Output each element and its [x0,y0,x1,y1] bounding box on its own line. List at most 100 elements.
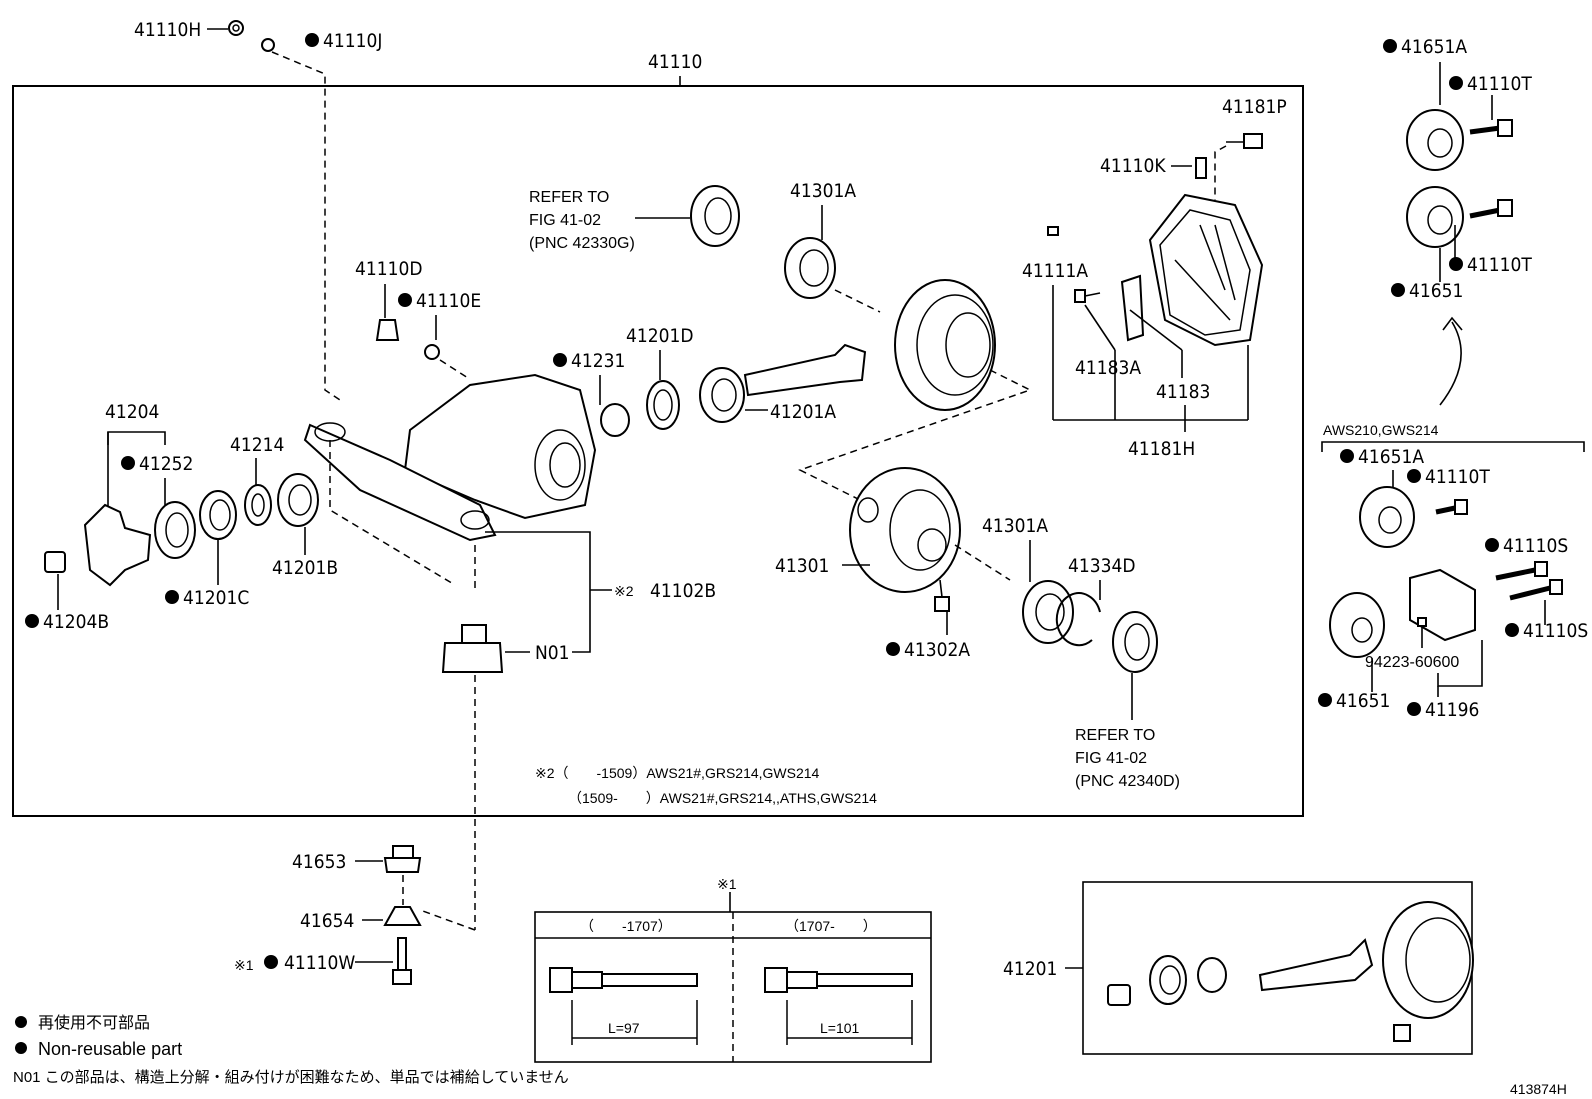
companion-flange-41204-icon [83,503,152,587]
label-41110T-top-b: 41110T [1467,254,1532,276]
label-N01: N01 [535,642,570,664]
legend-jp: 再使用不可部品 [38,1014,150,1032]
label-41204B: 41204B [43,611,109,633]
snap-ring-41334D-icon [1055,592,1101,647]
kit-41201-parts-icon [1107,901,1474,1042]
slinger-41214-icon [244,484,272,526]
non-reusable-dot-icon [264,955,278,969]
label-41183: 41183 [1156,381,1210,403]
bolt-41110W-icon [392,937,412,985]
note2-line2: （1509- ）AWS21#,GRS214,,ATHS,GWS214 [568,790,877,806]
bolt-41110T-b-icon [1469,199,1513,219]
washer-41201D-icon [646,380,680,430]
label-41110: 41110 [648,51,702,73]
label-41181H: 41181H [1128,438,1195,460]
bolt-long-icon [764,967,913,993]
label-41204: 41204 [105,401,159,423]
differential-carrier-41110-icon [303,373,597,542]
plate-41111A-icon [1047,226,1059,236]
refer-top-line3: (PNC 42330G) [529,235,635,252]
label-41110S-a: 41110S [1503,535,1568,557]
oil-seal-42330G-icon [690,185,740,247]
damper-41651-icon [1406,186,1464,248]
bolt-41302A-icon [934,579,950,612]
non-reusable-dot-icon [1391,283,1405,297]
label-41111A: 41111A [1022,260,1088,282]
nut-41204B-icon [44,551,66,573]
table-col2-header: （1707- ） [785,918,877,934]
refer-top-line1: REFER TO [529,189,609,206]
damper-41651A-variant-icon [1359,486,1415,548]
ring-gear-icon [894,279,996,411]
label-41201: 41201 [1003,958,1057,980]
label-41214: 41214 [230,434,284,456]
bearing-41201A-icon [699,367,745,423]
non-reusable-dot-icon [398,293,412,307]
damper-41651-variant-icon [1329,592,1385,658]
bolt-41181P-icon [1226,133,1263,149]
refer-bottom-line2: FIG 41-02 [1075,750,1147,767]
label-41334D: 41334D [1068,555,1136,577]
mount-N01-icon [441,624,504,673]
bolt-41110T-a-icon [1469,119,1513,137]
legend-dot-icon [15,1016,27,1028]
cushion-41654-icon [383,906,422,926]
non-reusable-dot-icon [305,33,319,47]
non-reusable-dot-icon [1407,702,1421,716]
non-reusable-dot-icon [1449,76,1463,90]
label-41201A: 41201A [770,401,836,423]
label-41231: 41231 [571,350,625,372]
plug-41110D-icon [375,319,400,341]
gasket-41110J-icon [261,38,275,52]
label-41201D: 41201D [626,325,694,347]
label-41102B: 41102B [650,580,716,602]
damper-41651A-icon [1406,109,1464,171]
label-41110T-variant: 41110T [1425,466,1490,488]
variant-arrow [1439,321,1462,406]
variant-header: AWS210,GWS214 [1323,422,1439,438]
label-41110D: 41110D [355,258,423,280]
label-41183A: 41183A [1075,357,1141,379]
label-41110K: 41110K [1100,155,1166,177]
differential-case-41301-icon [849,467,961,593]
label-41301A-bottom: 41301A [982,515,1048,537]
legend-n01-note: N01 この部品は、構造上分解・組み付けが困難なため、単品では補給していません [13,1069,569,1086]
label-41110S-b: 41110S [1523,620,1588,642]
assembly-frame [12,85,1304,817]
bearing-41201B-icon [277,473,319,527]
label-41110H: 41110H [134,19,201,41]
non-reusable-dot-icon [165,590,179,604]
mark1-table: ※1 [717,876,737,892]
label-41181P: 41181P [1222,96,1287,118]
bolt-41110S-a-icon [1495,561,1548,581]
mark2-41102B: ※2 [614,583,634,599]
label-41110W: 41110W [284,952,355,974]
bracket-41196-icon [1409,568,1476,642]
label-94223-60600: 94223-60600 [1365,654,1459,671]
refer-top-line2: FIG 41-02 [529,212,601,229]
table-col1-header: （ -1707） [580,918,672,934]
oil-seal-41252-icon [154,501,196,559]
non-reusable-dot-icon [1318,693,1332,707]
oil-seal-42340D-icon [1112,611,1158,673]
non-reusable-dot-icon [886,642,900,656]
non-reusable-dot-icon [121,456,135,470]
non-reusable-dot-icon [1407,469,1421,483]
spacer-41231-icon [600,403,630,437]
bolt-41110T-variant-icon [1435,499,1468,515]
figure-id: 413874H [1510,1081,1567,1097]
label-41653: 41653 [292,851,346,873]
non-reusable-dot-icon [1340,449,1354,463]
non-reusable-dot-icon [1485,538,1499,552]
drive-pinion-icon [743,343,867,397]
label-41110E: 41110E [416,290,481,312]
carrier-cover-41183-icon [1148,193,1264,347]
legend-en: Non-reusable part [38,1039,182,1059]
non-reusable-dot-icon [553,353,567,367]
bracket-41183-icon [1120,274,1145,342]
label-41196: 41196 [1425,699,1479,721]
note2-line1: ※2（ -1509）AWS21#,GRS214,GWS214 [535,765,820,781]
bolt-short-icon [549,967,698,993]
table-col1-length: L=97 [608,1020,640,1036]
